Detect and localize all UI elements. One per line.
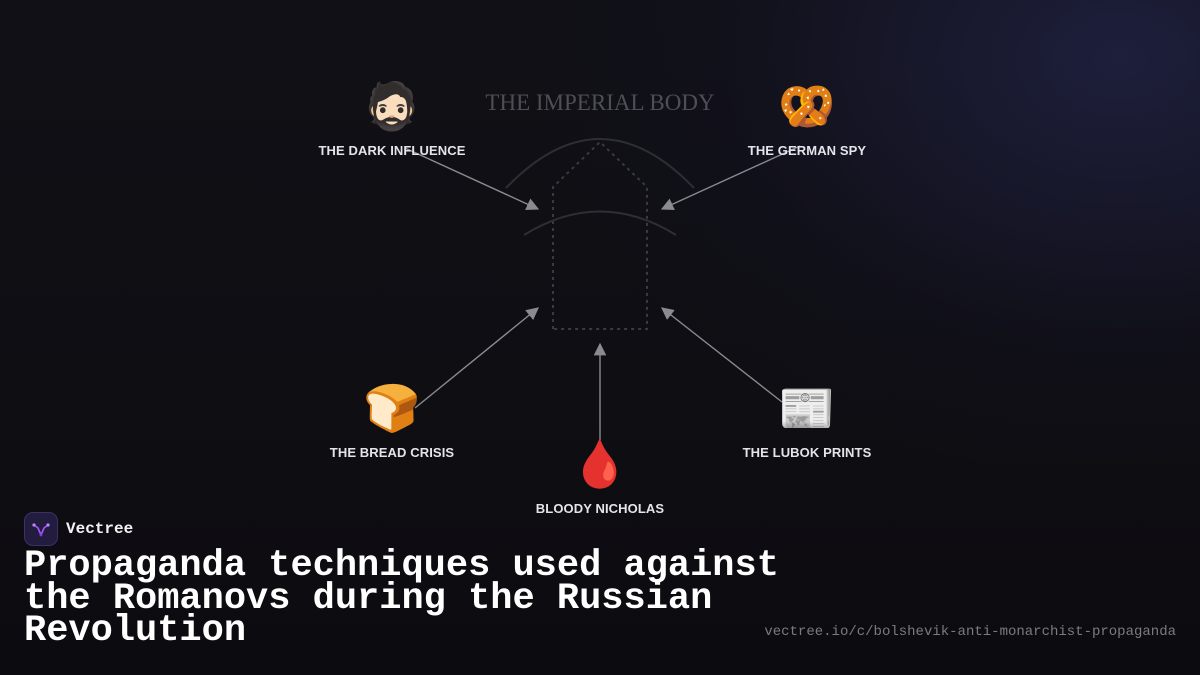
node-label-bloody-nicholas: BLOODY NICHOLAS <box>535 501 665 516</box>
vectree-logo-mark <box>32 523 50 537</box>
brand: Vectree <box>24 512 133 546</box>
imperial-body-upper-arc <box>505 138 695 189</box>
imperial-body-title: THE IMPERIAL BODY <box>485 90 715 115</box>
edge-bread-crisis <box>414 307 539 409</box>
node-label-dark-influence: THE DARK INFLUENCE <box>318 143 466 158</box>
source-url[interactable]: vectree.io/c/bolshevik-anti-monarchist-p… <box>764 624 1176 640</box>
imperial-body-figure <box>505 138 695 330</box>
headline: Propaganda techniques used against the R… <box>24 545 779 652</box>
blood-drop-icon: 🩸 <box>571 437 629 491</box>
vectree-logo-icon <box>24 512 58 546</box>
edge-lubok-prints <box>661 307 783 403</box>
bread-icon: 🍞 <box>363 381 421 435</box>
bearded-man-icon: 🧔🏻 <box>363 79 421 133</box>
edge-dark-influence <box>404 147 540 210</box>
edges <box>404 145 801 440</box>
node-label-german-spy: THE GERMAN SPY <box>747 143 867 158</box>
imperial-body-lower-arc <box>523 210 677 236</box>
edge-german-spy <box>660 145 801 211</box>
newspaper-icon: 📰 <box>778 381 836 435</box>
node-label-bread-crisis: THE BREAD CRISIS <box>329 445 455 460</box>
imperial-body-outline <box>552 140 648 330</box>
brand-name: Vectree <box>66 520 134 538</box>
node-label-lubok-prints: THE LUBOK PRINTS <box>742 445 872 460</box>
pretzel-icon: 🥨 <box>778 79 836 133</box>
